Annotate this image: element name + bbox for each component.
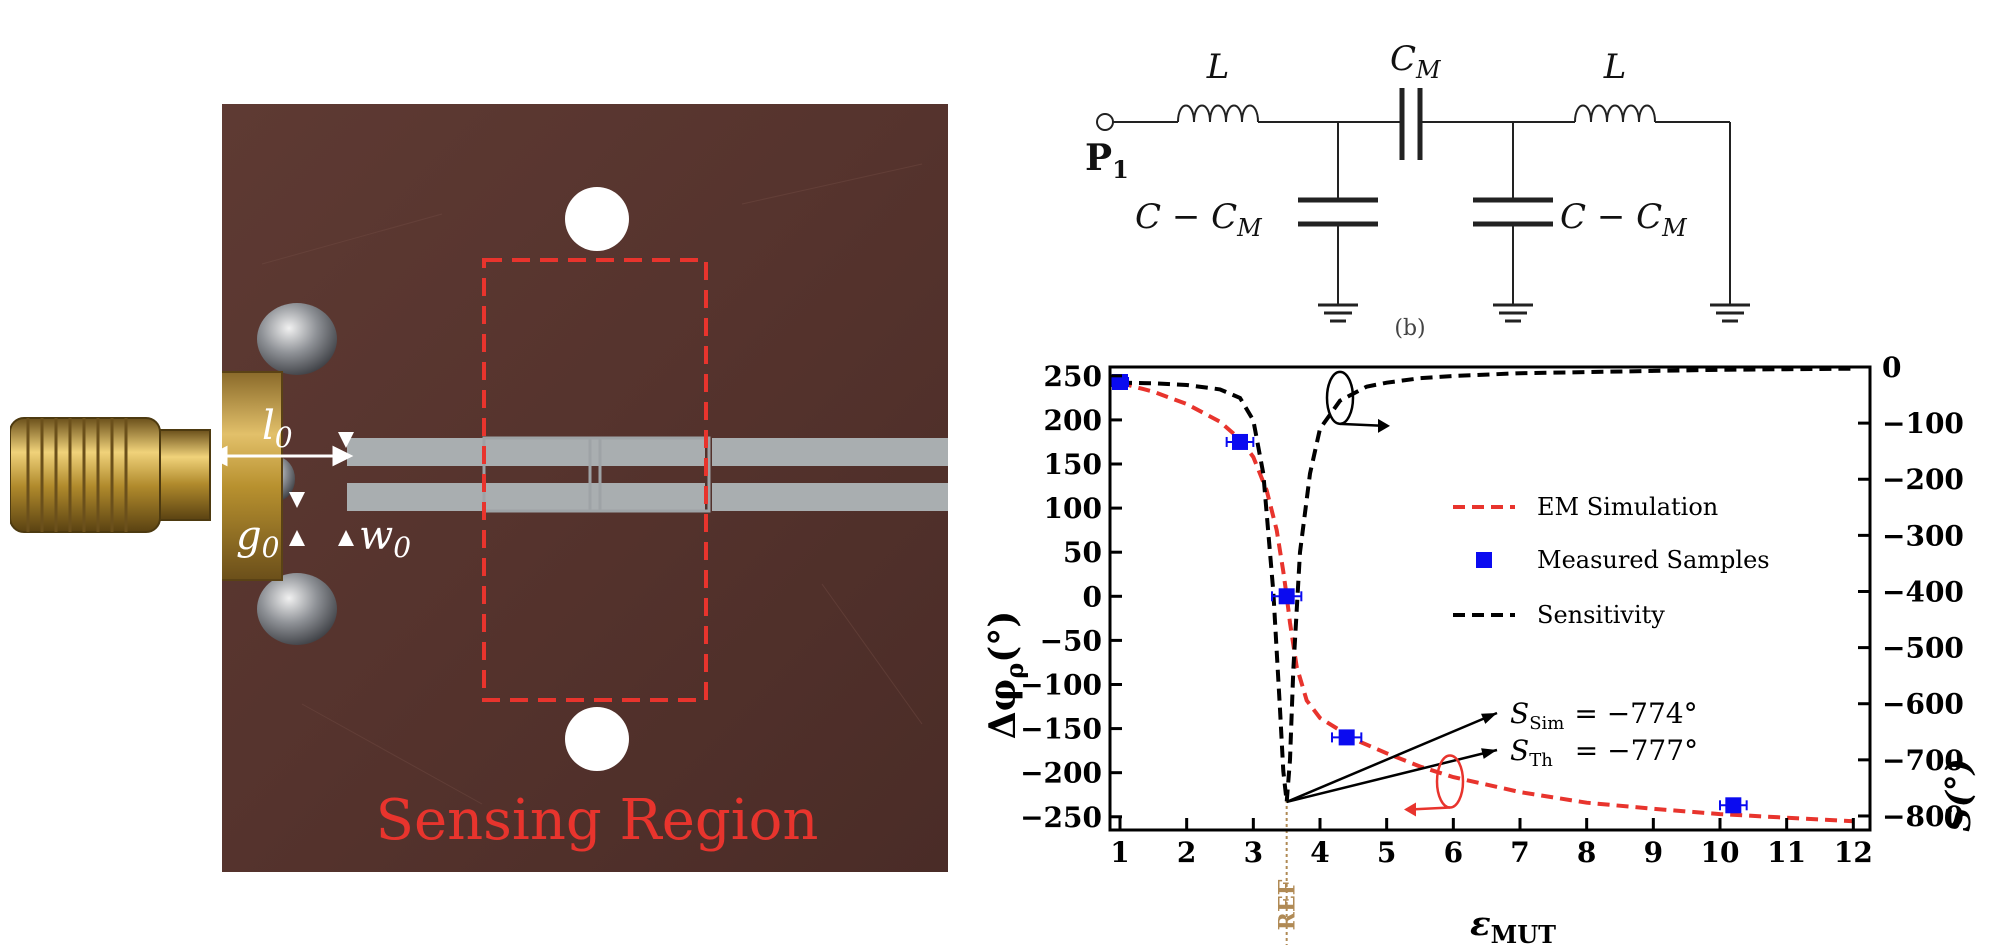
y-right-tick-label: −700 [1882, 744, 1964, 777]
left-axis-indicator-arrowhead [1404, 802, 1416, 817]
y-left-tick-label: −200 [1020, 757, 1102, 790]
arrow-marker-left-mid [289, 492, 305, 508]
x-tick-label: 6 [1444, 836, 1463, 869]
annotation-s-sim: SSim= −774° [1510, 697, 1698, 734]
ground-symbol-left [1318, 303, 1358, 323]
x-tick-label: 2 [1177, 836, 1196, 869]
measured-point [1278, 588, 1295, 605]
label-w0: w0 [359, 513, 411, 564]
sensing-region-box [482, 258, 708, 702]
x-tick-label: 11 [1767, 836, 1806, 869]
right-axis-indicator-arrow [1339, 422, 1386, 428]
y-left-tick-label: 50 [1063, 536, 1102, 569]
shunt-cap-right-label: C − CM [1560, 197, 1688, 242]
solder-joint-top [257, 303, 337, 375]
y-right-tick-label: −600 [1882, 688, 1964, 721]
inductor-left-label: L [1206, 47, 1230, 87]
y-right-tick-label: −300 [1882, 519, 1964, 552]
x-axis-title: εMUT [1470, 904, 1556, 945]
y-right-tick-label: −200 [1882, 463, 1964, 496]
sensor-photo-panel: l0 g0 w0 Sensing Region [181, 104, 948, 872]
microstrip-traces [347, 438, 948, 511]
y-left-tick-label: −50 [1040, 624, 1102, 657]
y-axis-left-title: Δφρ(°) [985, 611, 1029, 740]
annotation-arrowhead [1481, 713, 1497, 724]
circuit-schematic: P1 L CM L C − CM [1085, 39, 1750, 341]
annotation-s-th: STh= −777° [1510, 734, 1698, 771]
right-axis-indicator-arrowhead [1378, 418, 1390, 433]
y-left-tick-label: −100 [1020, 668, 1102, 701]
label-l0: l0 [262, 403, 293, 454]
mounting-hole-bottom [565, 707, 629, 771]
y-right-tick-label: −500 [1882, 632, 1964, 665]
y-right-tick-label: −800 [1882, 800, 1964, 833]
annotation-arrow [1286, 748, 1498, 804]
x-tick-label: 1 [1110, 836, 1129, 869]
legend-swatch-meas [1476, 552, 1492, 568]
y-axis-right-title: S(°) [1939, 758, 1979, 832]
y-right-tick-label: −400 [1882, 575, 1964, 608]
solder-joint-bottom [257, 573, 337, 645]
port-label: P1 [1085, 137, 1129, 184]
sensor-photo: l0 g0 w0 Sensing Region [181, 104, 948, 872]
left-axis-indicator-ellipse [1435, 754, 1465, 809]
sensitivity-line [1119, 366, 1854, 803]
y-left-tick-label: 250 [1044, 360, 1102, 393]
shunt-cap-left-label: C − CM [1135, 197, 1263, 242]
circuit-schematic-panel: P1 L CM L C − CM [1070, 10, 1790, 345]
y-left-tick-label: 150 [1044, 448, 1102, 481]
legend-label-sim: EM Simulation [1537, 493, 1718, 521]
ground-symbol-right [1710, 303, 1750, 323]
measured-point [1112, 373, 1128, 390]
legend-label-sens: Sensitivity [1537, 601, 1665, 629]
annotation-arrowhead [1481, 748, 1497, 759]
arrow-marker-right-top [338, 432, 354, 448]
inductor-left-symbol [1177, 104, 1259, 123]
y-left-tick-label: −250 [1020, 801, 1102, 834]
y-left-tick-label: 200 [1044, 404, 1102, 437]
x-tick-label: 10 [1701, 836, 1740, 869]
sensing-region-label: Sensing Region [376, 788, 819, 853]
ground-symbol-mid [1493, 303, 1533, 323]
x-tick-label: 4 [1310, 836, 1329, 869]
annotation-arrow [1286, 711, 1498, 804]
circuit-caption: (b) [1394, 316, 1425, 341]
mounting-hole-top [565, 187, 629, 251]
legend: EM Simulation Measured Samples Sensitivi… [1453, 493, 1770, 629]
coupling-cap-label: CM [1390, 39, 1442, 84]
legend-label-meas: Measured Samples [1537, 546, 1770, 574]
x-tick-label: 5 [1377, 836, 1396, 869]
y-right-tick-label: 0 [1882, 351, 1901, 384]
x-tick-label: 12 [1834, 836, 1873, 869]
x-tick-label: 9 [1644, 836, 1663, 869]
inductor-right-label: L [1603, 47, 1627, 87]
arrow-marker-w0 [338, 530, 354, 546]
ref-tick-label: REF [1275, 879, 1301, 930]
x-tick-label: 7 [1510, 836, 1529, 869]
plot-frame [1108, 365, 1872, 832]
left-axis-indicator-arrow [1409, 806, 1451, 811]
y-left-tick-label: −150 [1020, 713, 1102, 746]
inductor-right-symbol [1574, 104, 1656, 123]
sma-connector-barrel [10, 417, 211, 533]
arrow-marker-g0 [289, 530, 305, 546]
measured-point [1338, 729, 1355, 746]
x-tick-label: 3 [1244, 836, 1263, 869]
board-scratches [261, 163, 923, 805]
x-tick-label: 8 [1577, 836, 1596, 869]
y-right-tick-label: −100 [1882, 407, 1964, 440]
label-g0: g0 [236, 513, 279, 564]
y-left-tick-label: 100 [1044, 492, 1102, 525]
port-terminal [1096, 113, 1114, 131]
y-left-tick-label: 0 [1083, 580, 1102, 613]
measured-point [1725, 797, 1742, 814]
measured-point [1232, 433, 1248, 450]
